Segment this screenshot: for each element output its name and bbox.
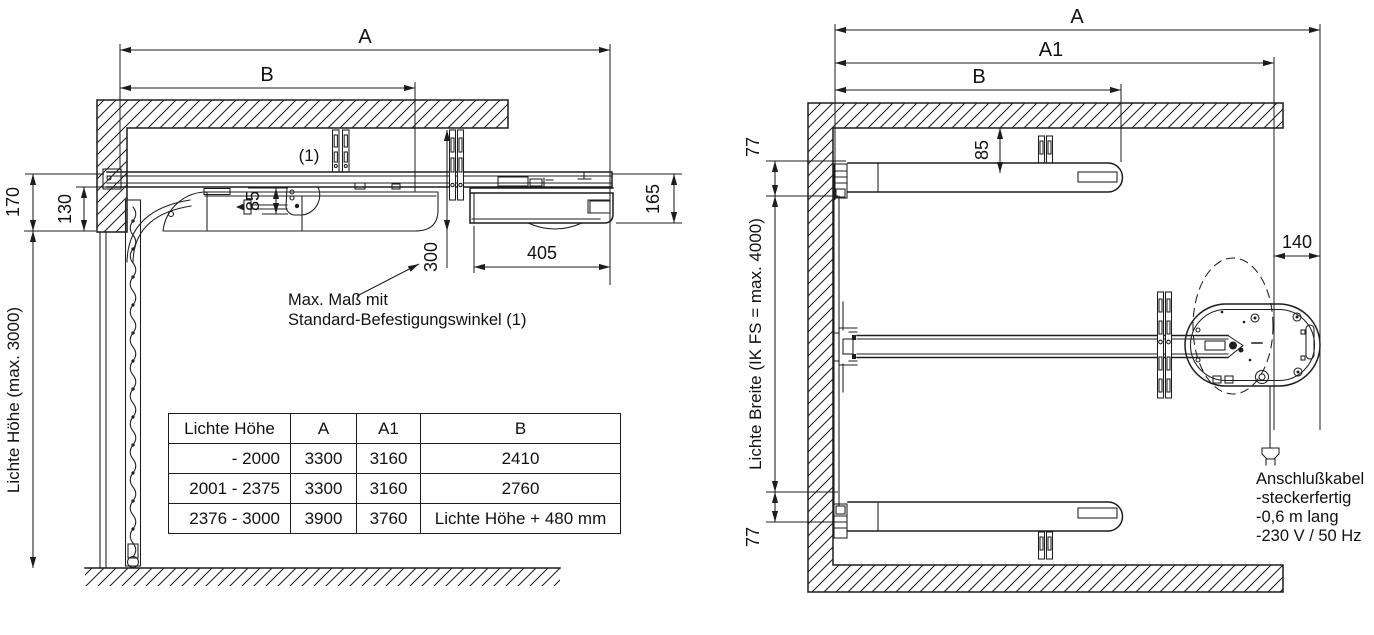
rail-hanger-plate <box>1156 291 1173 399</box>
door-bracket-plan <box>833 327 858 366</box>
plug-icon <box>1261 447 1280 466</box>
cable-gland <box>1254 369 1270 385</box>
table-header-row: Lichte Höhe A A1 B <box>168 413 621 444</box>
table-cell: 3760 <box>356 503 421 534</box>
bottom-track-bracket <box>1037 531 1054 560</box>
right-wall-section <box>807 102 1284 593</box>
operator-head-plan <box>1184 303 1321 387</box>
note-text-line1: Max. Maß mit <box>288 291 388 309</box>
table-cell: 3160 <box>356 473 421 504</box>
dim-label-165: 165 <box>643 184 663 214</box>
dim-label-a-right: A <box>1070 6 1084 28</box>
swing-clearance-dashed-ellipse <box>1192 257 1274 395</box>
right-view-dimensions: A A1 B 85 77 Lichte Breite (IK FS = max.… <box>743 6 1321 547</box>
table-header-cell: A1 <box>356 413 421 444</box>
mounting-bracket-1 <box>331 129 350 173</box>
table-cell: 2410 <box>420 443 621 474</box>
table-cell: 2760 <box>420 473 621 504</box>
table-header-cell: B <box>420 413 621 444</box>
left-view-dimensions: A B 170 130 Lichte Höhe (max. 3000) 85 3… <box>3 26 682 568</box>
floor-hatch <box>85 568 560 586</box>
left-wall-face <box>99 231 107 569</box>
dim-label-85-left: 85 <box>243 191 263 211</box>
table-header-cell: Lichte Höhe <box>168 413 291 444</box>
dim-label-clear-height: Lichte Höhe (max. 3000) <box>4 307 23 493</box>
table-row: 2376 - 3000 3900 3760 Lichte Höhe + 480 … <box>168 503 621 534</box>
dim-label-300: 300 <box>421 242 441 272</box>
table-cell: Lichte Höhe + 480 mm <box>420 503 621 534</box>
door-curve-section <box>126 191 208 263</box>
cable-note: Anschlußkabel -steckerfertig -0,6 m lang… <box>1256 470 1364 545</box>
top-track <box>833 162 1124 199</box>
carriage-arm <box>203 186 321 216</box>
left-view-drawing <box>84 99 614 586</box>
dim-label-77-top: 77 <box>743 137 763 157</box>
dim-label-clear-width: Lichte Breite (IK FS = max. 4000) <box>746 218 765 470</box>
table-cell: 3300 <box>290 473 357 504</box>
cable-note-line4: -230 V / 50 Hz <box>1256 527 1361 545</box>
dim-label-405: 405 <box>527 243 557 263</box>
note-text-line2: Standard-Befestigungswinkel (1) <box>288 311 526 329</box>
table-cell: 2001 - 2375 <box>168 473 291 504</box>
dim-label-77-bottom: 77 <box>743 527 763 547</box>
table-cell: 2376 - 3000 <box>168 503 291 534</box>
cable-note-line2: -steckerfertig <box>1256 489 1351 507</box>
table-cell: 3160 <box>356 443 421 474</box>
operator-head-side <box>469 171 614 230</box>
right-view-drawing: Anschlußkabel -steckerfertig -0,6 m lang… <box>807 102 1364 593</box>
dim-label-170: 170 <box>3 187 23 217</box>
dimension-table: Lichte Höhe A A1 B - 2000 3300 3160 2410… <box>168 413 621 534</box>
dim-label-a-left: A <box>358 26 372 48</box>
table-row: - 2000 3300 3160 2410 <box>168 443 621 474</box>
dim-label-b-left: B <box>260 64 273 86</box>
head-screws <box>1195 312 1303 377</box>
mounting-bracket-2 <box>448 129 465 201</box>
bottom-track <box>833 501 1124 539</box>
power-cable <box>1261 386 1280 466</box>
dim-label-b-right: B <box>972 66 985 88</box>
table-cell: 3300 <box>290 443 357 474</box>
dim-label-85-right: 85 <box>972 140 992 160</box>
dim-label-140: 140 <box>1282 232 1312 252</box>
door-panel-horizontal <box>204 191 439 232</box>
top-track-bracket <box>1037 135 1054 164</box>
dim-label-a1: A1 <box>1039 39 1063 61</box>
bracket-1-reference: (1) <box>299 146 320 165</box>
note-leader-arrow <box>356 263 420 297</box>
dim-label-130: 130 <box>55 194 75 224</box>
door-leaf-vertical <box>124 199 142 569</box>
table-cell: 3900 <box>290 503 357 534</box>
cable-note-line1: Anschlußkabel <box>1256 470 1364 488</box>
table-row: 2001 - 2375 3300 3160 2760 <box>168 473 621 504</box>
table-header-cell: A <box>290 413 357 444</box>
cable-note-line3: -0,6 m lang <box>1256 508 1339 526</box>
left-wall-section <box>96 99 509 233</box>
table-cell: - 2000 <box>168 443 291 474</box>
